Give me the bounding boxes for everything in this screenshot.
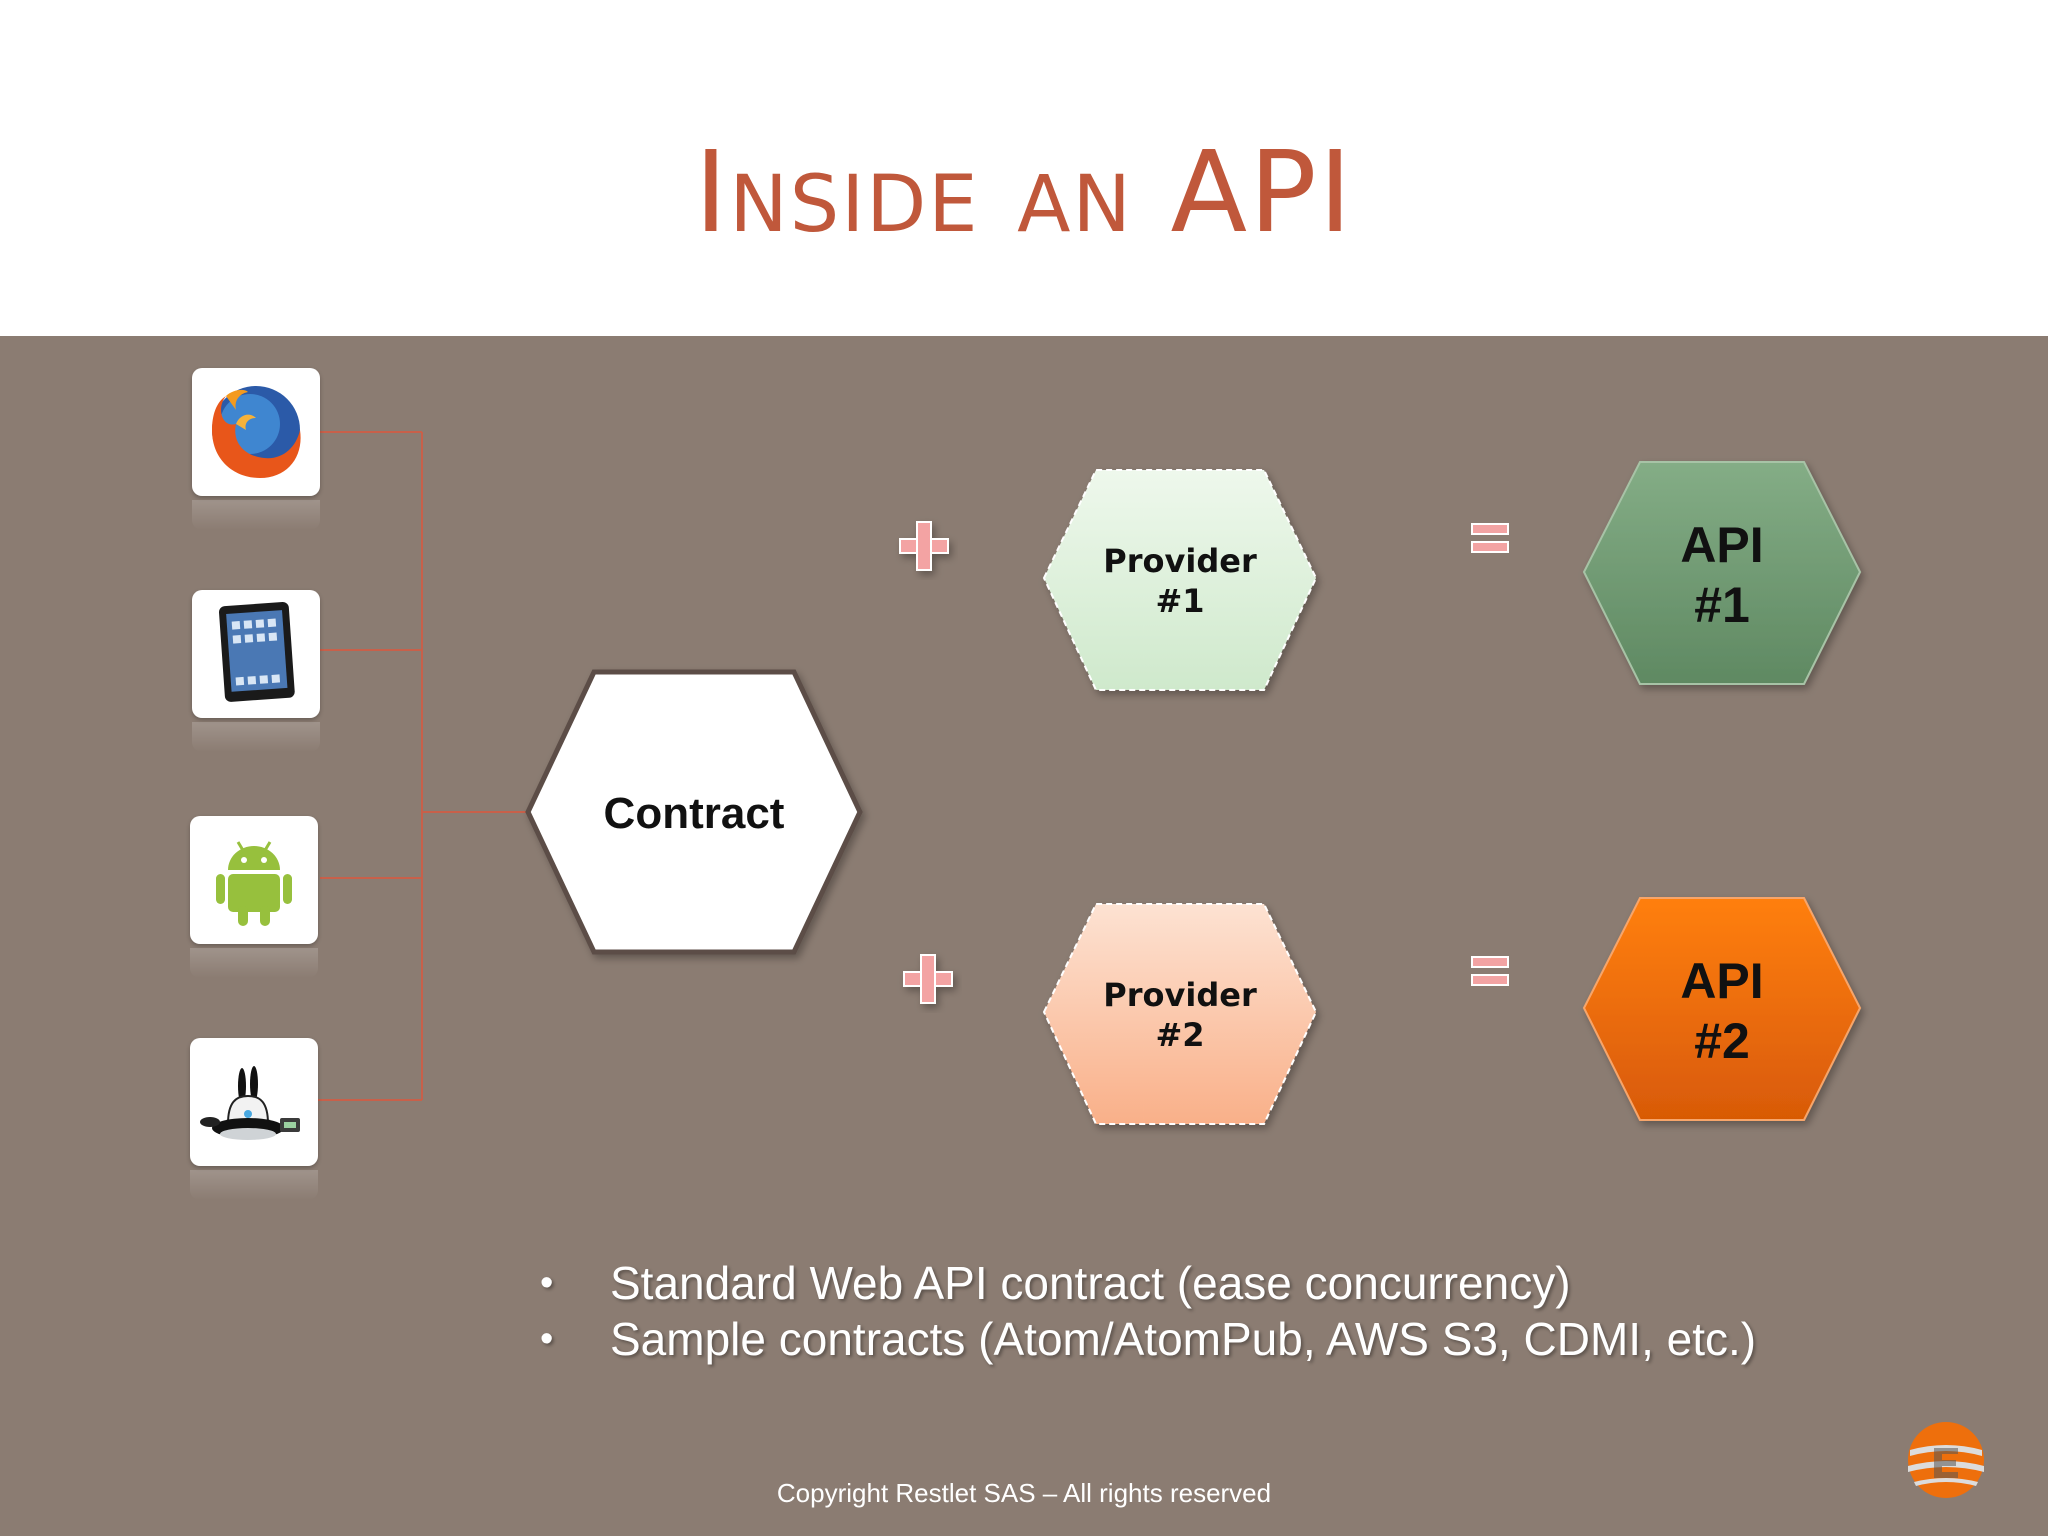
bullet-list: Standard Web API contract (ease concurre… [540,1255,1940,1367]
client-android [190,816,318,944]
api-1-hexagon: API #1 [1582,461,1862,685]
equals-sign-2 [1471,956,1509,986]
restlet-logo-icon [1908,1422,1984,1498]
rabbit-device-icon [200,1066,300,1140]
client-rabbit-reflection [190,1170,318,1200]
bullet-item: Sample contracts (Atom/AtomPub, AWS S3, … [540,1311,1940,1367]
firefox-icon [212,386,301,478]
slide-header: Inside an API [0,0,2048,336]
client-rabbit [190,1038,318,1166]
client-android-reflection [190,948,318,978]
copyright-footer: Copyright Restlet SAS – All rights reser… [776,1478,1272,1508]
client-firefox-reflection [192,500,320,530]
equals-sign-1 [1471,523,1509,553]
provider-1-label-line1: Provider [1103,542,1257,580]
provider-2-label-line1: Provider [1103,976,1257,1014]
bullet-item: Standard Web API contract (ease concurre… [540,1255,1940,1311]
provider-1-hexagon: Provider #1 [1042,469,1318,691]
client-ipad [192,590,320,718]
plus-sign-2 [903,954,953,1004]
api-2-hexagon: API #2 [1582,897,1862,1121]
client-connectors [318,431,528,1101]
api-1-label-line1: API [1680,517,1763,573]
android-icon [216,841,292,926]
api-2-label-line2: #2 [1694,1013,1750,1069]
api-2-label-line1: API [1680,953,1763,1009]
provider-1-label-line2: #1 [1155,582,1204,620]
client-ipad-reflection [192,722,320,752]
provider-2-hexagon: Provider #2 [1042,903,1318,1125]
ipad-icon [218,602,295,702]
client-firefox [192,368,320,496]
provider-2-label-line2: #2 [1155,1016,1204,1054]
api-1-label-line2: #1 [1694,577,1750,633]
contract-hexagon: Contract [525,669,863,955]
plus-sign-1 [899,521,949,571]
slide-title: Inside an API [694,128,1354,258]
contract-label: Contract [604,789,785,838]
